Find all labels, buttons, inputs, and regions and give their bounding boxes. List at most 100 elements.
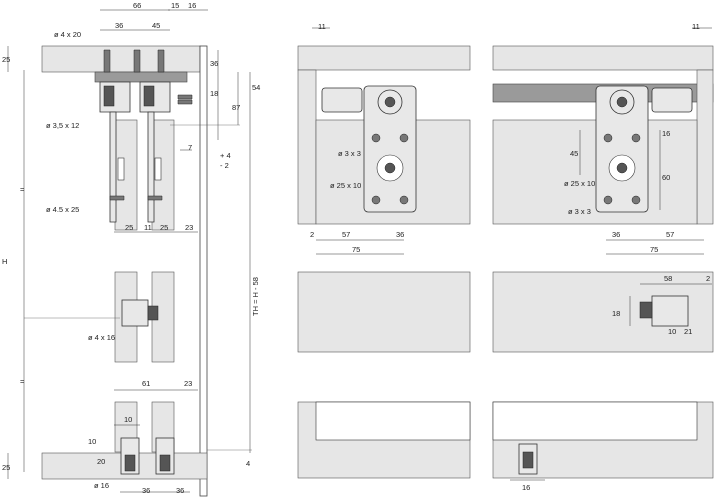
screw-guide-label: ø 4 x 16 [88, 333, 115, 342]
right-dim-18: 18 [612, 309, 620, 318]
mid-top-panel [297, 45, 471, 71]
height-label: H [2, 257, 7, 266]
dim-15: 15 [171, 1, 179, 10]
dim-36: 36 [115, 21, 123, 30]
handle-slot-2 [154, 157, 162, 181]
right-dim-bottom-16: 16 [522, 483, 530, 492]
dim-side-87: 87 [232, 103, 240, 112]
track-height-label: TH = H - 58 [251, 277, 260, 316]
right-screw-a-label: ø 3 x 3 [568, 207, 591, 216]
right-front-view: 11 16 45 60 ø 25 x 10 ø 3 x 3 36 57 75 5… [492, 22, 714, 492]
dim-side-18: 18 [210, 89, 218, 98]
top-screws [103, 49, 165, 73]
right-roller-hub [616, 96, 628, 108]
dim-row-23: 23 [185, 223, 193, 232]
dim-edge-25-bottom: 25 [2, 463, 10, 472]
mid-left-frame [297, 69, 317, 225]
bottom-guide-1-screw [124, 454, 136, 472]
right-top-panel [492, 45, 714, 71]
right-center-guide [651, 295, 689, 327]
mid-screw-a-label: ø 3 x 3 [338, 149, 361, 158]
right-dim-16: 16 [662, 129, 670, 138]
right-dim-2: 2 [706, 274, 710, 283]
right-dim-58: 58 [664, 274, 672, 283]
screw-mid-label: ø 3,5 x 12 [46, 121, 79, 130]
mid-hanger-plate [363, 85, 417, 213]
screw-top-label: ø 4 x 20 [54, 30, 81, 39]
mid-dim-57: 57 [342, 230, 350, 239]
mid-screw-2 [399, 133, 409, 143]
right-screw-4 [631, 195, 641, 205]
dim-side-36: 36 [210, 59, 218, 68]
mid-roller-hub [384, 96, 396, 108]
left-section-view: 66 36 45 15 16 ø 4 x 20 36 18 87 54 ø 3,… [2, 1, 260, 497]
wall-frame [199, 45, 208, 497]
side-screws [177, 94, 193, 105]
tolerance-plus: + 4 [220, 151, 231, 160]
right-bottom-guide-screw [522, 451, 534, 469]
mid-dimension-lines [312, 27, 404, 255]
right-screw-b-label: ø 25 x 10 [564, 179, 595, 188]
equal-mark-1: = [20, 185, 25, 194]
mid-dim-75: 75 [352, 245, 360, 254]
mid-screw-1 [371, 133, 381, 143]
right-adjust-screw [616, 162, 628, 174]
mid-roller-left [321, 87, 363, 113]
dim-bottom-23: 23 [184, 379, 192, 388]
roller-1 [103, 85, 115, 107]
mid-dim-11: 11 [318, 22, 326, 31]
handle-slot-1 [117, 157, 125, 181]
dim-bottom-36a: 36 [142, 486, 150, 495]
mid-screw-b-label: ø 25 x 10 [330, 181, 361, 190]
right-hanger-plate [595, 85, 649, 213]
right-dim-60: 60 [662, 173, 670, 182]
right-dim-57: 57 [666, 230, 674, 239]
right-screw-1 [603, 133, 613, 143]
dim-edge-25-top: 25 [2, 55, 10, 64]
right-dim-11: 11 [692, 22, 700, 31]
tolerance-minus: - 2 [220, 161, 229, 170]
right-frame [696, 69, 714, 225]
mid-screw-3 [371, 195, 381, 205]
roller-2 [143, 85, 155, 107]
right-door-panel [492, 119, 698, 225]
mid-screw-4 [399, 195, 409, 205]
screw-low-label: ø 4.5 x 25 [46, 205, 79, 214]
dim-bottom-61: 61 [142, 379, 150, 388]
hanger-plates [109, 111, 155, 223]
middle-front-view: 11 ø 3 x 3 ø 25 x 10 2 57 36 75 [297, 22, 471, 479]
right-dim-36: 36 [612, 230, 620, 239]
center-guide-screw [147, 305, 159, 321]
dim-bottom-36b: 36 [176, 486, 184, 495]
dim-16: 16 [188, 1, 196, 10]
panel-screws [109, 195, 163, 201]
mid-bottom-inner [315, 401, 471, 441]
dim-side-54: 54 [252, 83, 260, 92]
bottom-screw-label: ø 16 [94, 481, 109, 490]
right-dim-10: 10 [668, 327, 676, 336]
right-dim-75: 75 [650, 245, 658, 254]
top-track [94, 71, 188, 83]
right-screw-3 [603, 195, 613, 205]
dim-bottom-10b: 10 [88, 437, 96, 446]
equal-mark-2: = [20, 377, 25, 386]
left-dimension-labels: 66 36 45 15 16 ø 4 x 20 36 18 87 54 ø 3,… [2, 1, 260, 495]
dim-row-25b: 25 [160, 223, 168, 232]
dim-gap-7: 7 [188, 143, 192, 152]
dim-row-25a: 25 [125, 223, 133, 232]
mid-adjust-screw [384, 162, 396, 174]
right-dimension-labels: 11 16 45 60 ø 25 x 10 ø 3 x 3 36 57 75 5… [522, 22, 710, 492]
right-screw-2 [631, 133, 641, 143]
mid-dimension-labels: 11 ø 3 x 3 ø 25 x 10 2 57 36 75 [310, 22, 404, 254]
mid-middle-panel [297, 271, 471, 353]
right-dim-21: 21 [684, 327, 692, 336]
right-bottom-inner [492, 401, 698, 441]
dim-row-11: 11 [144, 223, 152, 232]
right-dimension-lines [510, 27, 712, 481]
dim-edge-4: 4 [246, 459, 250, 468]
bottom-guide-2-screw [159, 454, 171, 472]
right-center-guide-screw [639, 301, 653, 319]
mid-dim-2: 2 [310, 230, 314, 239]
dim-45: 45 [152, 21, 160, 30]
